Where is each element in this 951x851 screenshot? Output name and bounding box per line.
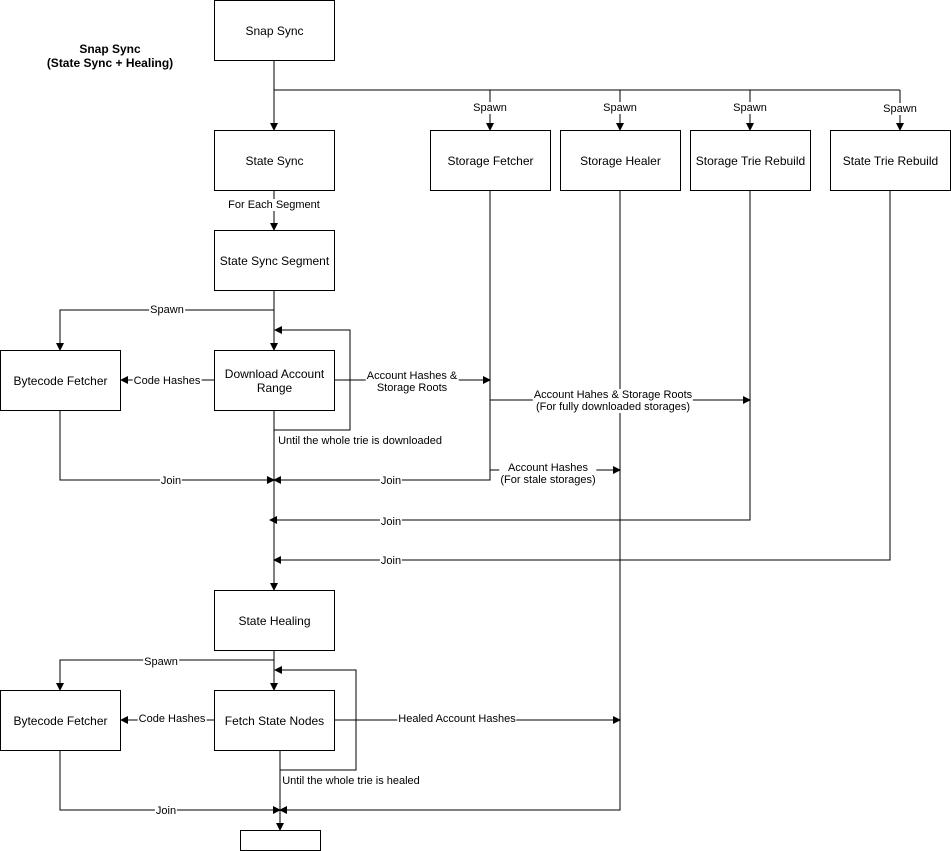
label-spawn-bytecode-2: Spawn — [143, 656, 179, 668]
label-fully-downloaded-storages-line1: Account Hahes & Storage Roots — [533, 389, 693, 401]
label-code-hashes-1: Code Hashes — [132, 375, 202, 387]
label-until-trie-healed: Until the whole trie is healed — [282, 775, 420, 787]
edge-join-bytecode-2 — [59, 750, 281, 814]
label-join-bytecode-1: Join — [159, 475, 183, 487]
label-stale-storages-line1: Account Hashes — [507, 462, 589, 474]
label-spawn-bytecode-1: Spawn — [149, 304, 185, 316]
storage-fetcher-trunk — [273, 190, 491, 484]
node-fetch-state-nodes: Fetch State Nodes — [214, 690, 335, 751]
edge-join-state-trie-rebuild — [273, 190, 891, 564]
node-storage-healer: Storage Healer — [560, 130, 681, 191]
label-join-state-trie-rebuild: Join — [379, 555, 403, 567]
label-stale-storages: Account Hashes (For stale storages) — [499, 462, 597, 486]
node-state-sync: State Sync — [214, 130, 335, 191]
node-state-healing: State Healing — [214, 590, 335, 651]
node-storage-trie-rebuild: Storage Trie Rebuild — [690, 130, 811, 191]
label-healed-account-hashes: Healed Account Hashes — [397, 713, 517, 725]
diagram-title-line2: (State Sync + Healing) — [46, 56, 174, 70]
node-state-sync-segment: State Sync Segment — [214, 230, 335, 291]
node-state-trie-rebuild: State Trie Rebuild — [830, 130, 951, 191]
label-join-storage-trie-rebuild: Join — [379, 516, 403, 528]
diagram-title: Snap Sync (State Sync + Healing) — [20, 42, 200, 70]
diagram-title-line1: Snap Sync — [79, 42, 141, 56]
label-spawn-storage-healer: Spawn — [602, 102, 638, 114]
label-spawn-storage-trie-rebuild: Spawn — [732, 102, 768, 114]
node-bytecode-fetcher-1: Bytecode Fetcher — [0, 350, 121, 411]
node-snap-sync: Snap Sync — [214, 0, 335, 61]
edge-join-storage-trie-rebuild — [269, 190, 751, 524]
edge-spawn-bytecode-2 — [56, 659, 274, 691]
edge-join-bytecode-1 — [59, 410, 275, 484]
node-end — [240, 830, 321, 851]
label-fully-downloaded-storages: Account Hahes & Storage Roots (For fully… — [532, 389, 694, 413]
label-until-trie-downloaded: Until the whole trie is downloaded — [278, 435, 442, 447]
label-code-hashes-2: Code Hashes — [137, 713, 207, 725]
label-fully-downloaded-storages-line2: (For fully downloaded storages) — [535, 401, 691, 413]
label-stale-storages-line2: (For stale storages) — [500, 474, 596, 486]
node-download-account-range: Download Account Range — [214, 350, 335, 411]
node-bytecode-fetcher-2: Bytecode Fetcher — [0, 690, 121, 751]
node-storage-fetcher: Storage Fetcher — [430, 130, 551, 191]
edge-fetch-loop — [274, 666, 357, 771]
label-spawn-storage-fetcher: Spawn — [472, 102, 508, 114]
label-join-storage-fetcher: Join — [379, 475, 403, 487]
label-account-hashes-storage-roots-line2: Storage Roots — [376, 382, 448, 394]
label-for-each-segment: For Each Segment — [227, 199, 321, 211]
edge-spawn-bytecode-1 — [56, 309, 274, 351]
label-join-bytecode-2: Join — [154, 805, 178, 817]
label-account-hashes-storage-roots: Account Hashes & Storage Roots — [365, 370, 459, 394]
label-account-hashes-storage-roots-line1: Account Hashes & — [366, 370, 458, 382]
label-spawn-state-trie-rebuild: Spawn — [882, 103, 918, 115]
edge-download-loop — [273, 326, 351, 431]
